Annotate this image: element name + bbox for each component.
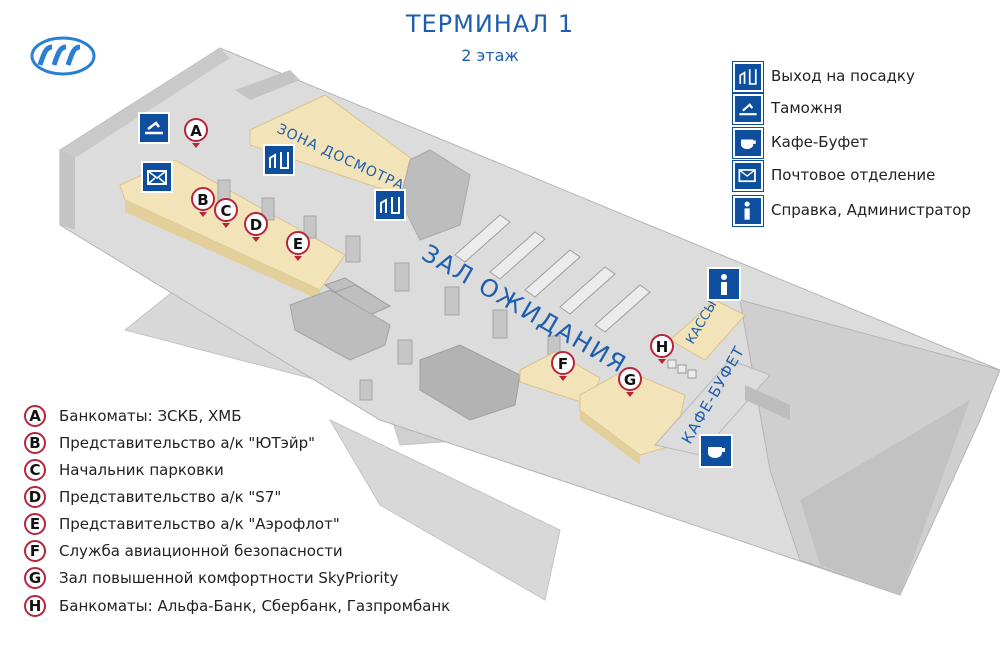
security-wall	[235, 70, 300, 100]
marker-b[interactable]: B	[191, 187, 215, 217]
marker-f-label: F	[558, 355, 568, 373]
info-icon	[733, 196, 763, 226]
marker-a[interactable]: A	[184, 118, 208, 148]
map-info-icon	[707, 267, 741, 301]
map-post-office-icon	[141, 161, 173, 193]
marker-f[interactable]: F	[551, 351, 575, 381]
marker-e[interactable]: E	[286, 231, 310, 261]
outer-wall-left	[60, 150, 75, 230]
page-subtitle: 2 этаж	[461, 46, 519, 65]
marker-g-label: G	[624, 371, 636, 389]
zone-g-front	[580, 410, 640, 465]
marker-e-label: E	[293, 235, 303, 253]
page-title: ТЕРМИНАЛ 1	[405, 10, 575, 38]
key-badge-d: D	[24, 486, 46, 508]
map-boarding-exit-icon-1	[263, 144, 295, 176]
key-badge-e: E	[24, 513, 46, 535]
cafe-zone	[654, 359, 771, 456]
marker-g[interactable]: G	[618, 367, 642, 397]
seat-rows	[454, 214, 651, 333]
marker-c-label: C	[220, 202, 231, 220]
map-cafe-icon	[699, 434, 733, 468]
key-text-d: Представительство а/к "S7"	[59, 488, 282, 506]
hall-block-center	[419, 344, 521, 421]
key-badge-g: G	[24, 567, 46, 589]
outer-wall-top	[60, 48, 230, 158]
legend-label-customs: Таможня	[771, 99, 843, 117]
key-text-g: Зал повышенной комфортности SkyPriority	[59, 569, 399, 587]
key-text-a: Банкоматы: ЗСКБ, ХМБ	[59, 407, 242, 425]
marker-h[interactable]: H	[650, 334, 674, 364]
cashier-zone	[669, 299, 746, 361]
key-text-c: Начальник парковки	[59, 461, 224, 479]
key-badge-a: A	[24, 405, 46, 427]
legend-label-boarding: Выход на посадку	[771, 67, 915, 85]
legend-label-cafe: Кафе-Буфет	[771, 133, 869, 151]
marker-a-label: A	[190, 122, 202, 140]
marker-d[interactable]: D	[244, 212, 268, 242]
key-text-h: Банкоматы: Альфа-Банк, Сбербанк, Газпром…	[59, 597, 451, 615]
marker-d-label: D	[250, 216, 262, 234]
map-customs-icon	[138, 112, 170, 144]
floor-slab	[59, 47, 1000, 596]
atm-boxes	[667, 359, 697, 379]
map-boarding-exit-icon-2	[374, 189, 406, 221]
cafe-icon	[733, 128, 763, 158]
hall-block-left	[289, 289, 391, 361]
key-badge-h: H	[24, 595, 46, 617]
key-badge-f: F	[24, 540, 46, 562]
marker-h-label: H	[656, 338, 669, 356]
service-block-inner	[800, 400, 970, 595]
key-text-b: Представительство а/к "ЮТэйр"	[59, 434, 316, 452]
marker-c[interactable]: C	[214, 198, 238, 228]
jetway-right	[328, 418, 561, 601]
legend-label-info: Справка, Администратор	[771, 201, 972, 219]
marker-b-label: B	[197, 191, 208, 209]
boarding-exit-icon	[733, 62, 763, 92]
legend-label-post: Почтовое отделение	[771, 166, 936, 184]
customs-icon	[733, 94, 763, 124]
office-zone-front	[125, 200, 320, 300]
key-badge-b: B	[24, 432, 46, 454]
cafe-divider	[745, 385, 790, 420]
key-text-f: Служба авиационной безопасности	[59, 542, 343, 560]
key-text-e: Представительство а/к "Аэрофлот"	[59, 515, 340, 533]
columns	[217, 179, 561, 401]
airport-logo	[30, 36, 96, 76]
post-office-icon	[733, 161, 763, 191]
key-badge-c: C	[24, 459, 46, 481]
